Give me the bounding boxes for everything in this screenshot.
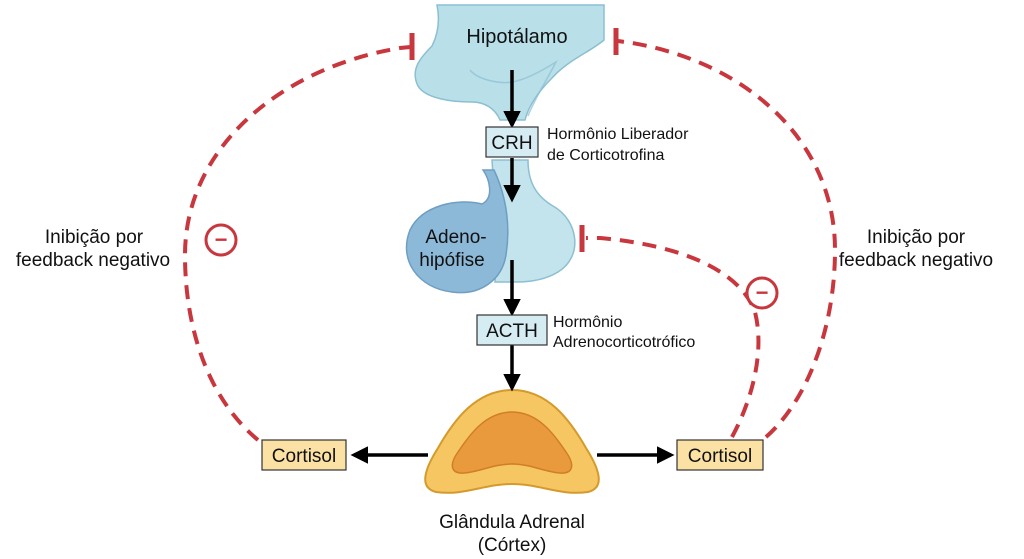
feedback-loop-right-outer: Inibição por feedback negativo [613, 28, 993, 439]
acth-box [476, 314, 548, 346]
inhibition-path-left [182, 44, 421, 442]
hypothalamus-label: Hipotálamo [466, 26, 567, 48]
hypothalamus: Hipotálamo [414, 4, 605, 121]
feedback-right-line2: feedback negativo [839, 250, 993, 271]
adrenal-label-line1: Glândula Adrenal [439, 512, 585, 533]
cortisol-left-label: Cortisol [272, 446, 336, 467]
acth-box-label: ACTH [486, 321, 538, 342]
anterior-pituitary [405, 169, 509, 294]
feedback-right-line1: Inibição por [867, 227, 966, 248]
feedback-loop-right-inner: − [579, 225, 779, 438]
minus-icon-right-symbol: − [756, 280, 769, 305]
inhibition-path-right-inner [586, 236, 761, 438]
feedback-left-line1: Inibição por [45, 227, 144, 248]
cortisol-right-label: Cortisol [688, 446, 752, 467]
cortisol-left-box [261, 439, 347, 471]
pituitary-label-line1: Adeno- [425, 227, 486, 248]
cortisol-left: Cortisol [261, 439, 347, 471]
minus-icon-left [204, 223, 238, 257]
crh-box-label: CRH [491, 133, 532, 154]
adrenal-label-line2: (Córtex) [478, 535, 547, 556]
crh-hormone: CRH Hormônio Liberador de Corticotrofina [485, 126, 689, 164]
feedback-left-line2: feedback negativo [16, 250, 170, 271]
crh-description-line1: Hormônio Liberador [547, 126, 689, 143]
cortisol-right-box [676, 439, 764, 471]
minus-icon-right [745, 276, 779, 310]
pituitary-gland: Adeno- hipófise [405, 159, 576, 294]
crh-box [485, 126, 539, 158]
acth-description-line2: Adrenocorticotrófico [553, 334, 695, 351]
minus-icon-left-symbol: − [215, 227, 228, 252]
cortisol-right: Cortisol [676, 439, 764, 471]
crh-description-line2: de Corticotrofina [547, 147, 664, 164]
feedback-loop-left: − Inibição por feedback negativo [16, 33, 421, 442]
acth-hormone: ACTH Hormônio Adrenocorticotrófico [476, 314, 695, 351]
adrenal-gland: Glândula Adrenal (Córtex) [424, 388, 600, 556]
inhibition-path-right-outer [617, 39, 838, 439]
acth-description-line1: Hormônio [553, 314, 622, 331]
pituitary-label-line2: hipófise [419, 250, 485, 271]
